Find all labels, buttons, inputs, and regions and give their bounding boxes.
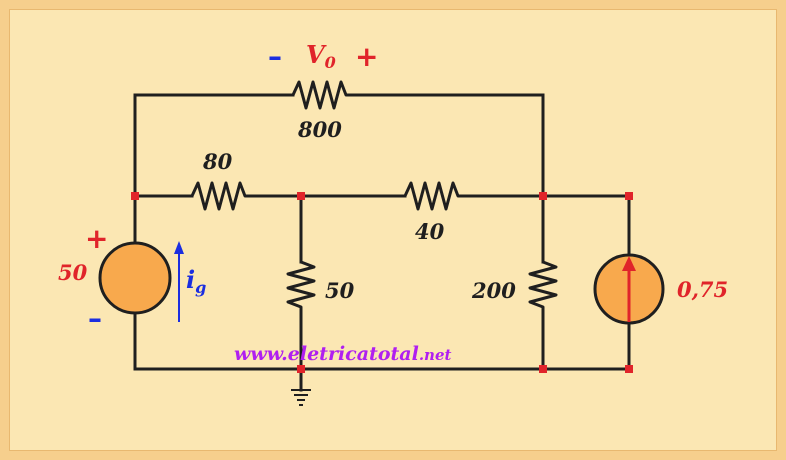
current-ig-arrow	[174, 241, 184, 322]
resistor-80	[190, 181, 250, 211]
voltage-source	[98, 241, 172, 315]
resistor-40	[403, 181, 463, 211]
r200-label: 200	[471, 278, 516, 303]
nodes	[131, 192, 633, 373]
r50-label: 50	[325, 278, 355, 303]
source-voltage-label: 50	[58, 260, 88, 285]
node	[297, 365, 305, 373]
ground-icon	[291, 389, 311, 406]
node	[625, 365, 633, 373]
resistor-200	[528, 260, 558, 312]
current-source-arrow	[622, 256, 636, 322]
v0-plus-label: +	[355, 40, 378, 73]
watermark: www.eletricatotal.net	[234, 343, 451, 365]
source-minus-label: –	[88, 302, 102, 335]
resistors	[190, 80, 558, 312]
r40-label: 40	[415, 219, 445, 244]
wire-top-right	[349, 93, 545, 198]
wire-top-left	[133, 93, 295, 198]
node	[539, 192, 547, 200]
resistor-800	[291, 80, 351, 110]
resistor-50	[286, 260, 316, 312]
r80-label: 80	[202, 149, 233, 174]
node	[539, 365, 547, 373]
source-plus-label: +	[85, 222, 108, 255]
ig-label: ig	[186, 265, 206, 297]
node	[625, 192, 633, 200]
source-current-label: 0,75	[677, 277, 728, 302]
node	[297, 192, 305, 200]
r800-label: 800	[297, 117, 342, 142]
v0-minus-label: –	[268, 40, 282, 73]
node	[131, 192, 139, 200]
v0-label: V0	[306, 40, 336, 72]
